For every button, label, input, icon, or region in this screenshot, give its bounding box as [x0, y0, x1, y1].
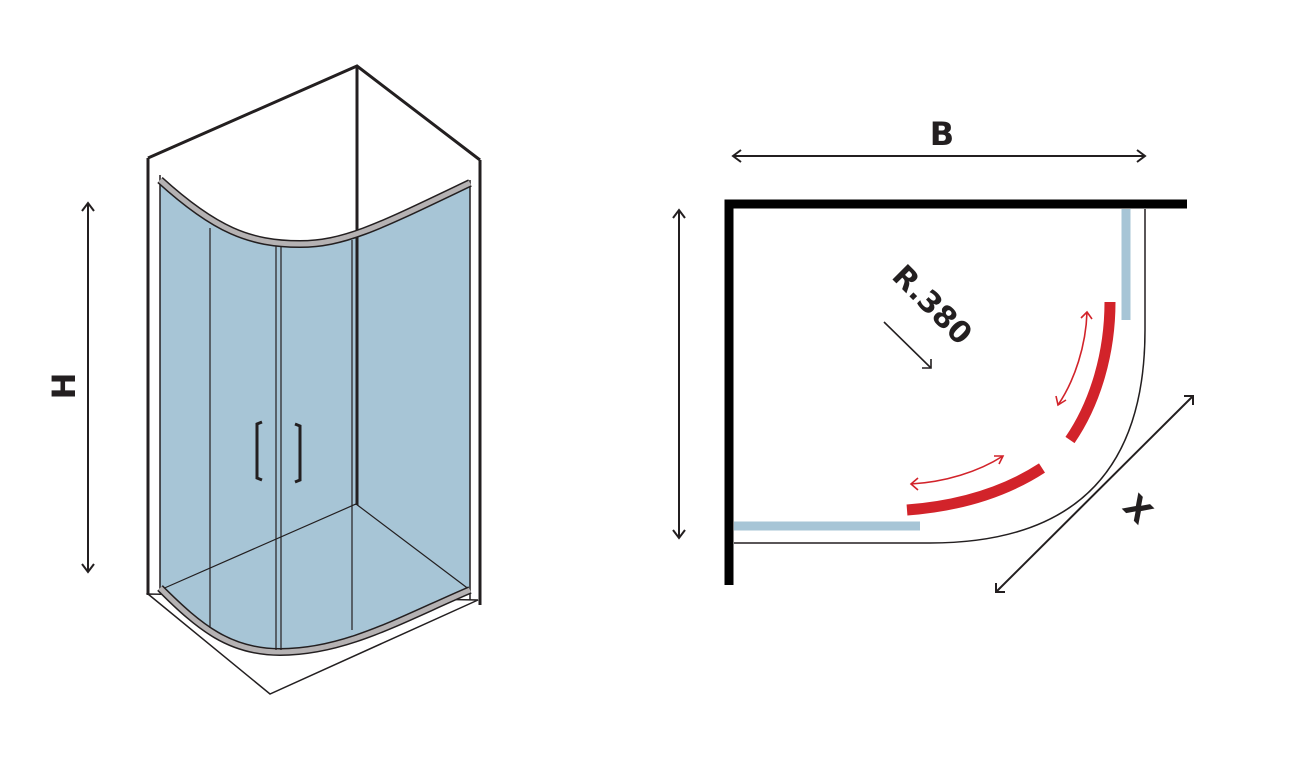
- glass-panel: [160, 183, 470, 654]
- diagonal-dimension-arrow: [995, 395, 1194, 593]
- door-handle: [255, 420, 263, 482]
- width-label: B: [930, 115, 954, 153]
- radius-label: R.380: [885, 258, 979, 352]
- height-dimension-arrow: [81, 201, 95, 574]
- door-handle: [294, 422, 302, 484]
- isometric-view: H: [45, 64, 482, 695]
- height-label: H: [45, 373, 83, 400]
- sliding-direction-arrow: [1055, 310, 1093, 407]
- sliding-door-arc: [1065, 301, 1116, 444]
- bottom-curved-profile-fill: [158, 586, 471, 655]
- plan-view: B X R.380: [672, 115, 1194, 593]
- sliding-door-arc: [906, 463, 1045, 516]
- radius-pointer-arrow: [883, 321, 932, 369]
- width-dimension-arrow: [731, 149, 1147, 163]
- top-curved-profile-fill: [158, 178, 472, 247]
- sliding-direction-arrow: [909, 455, 1005, 491]
- depth-dimension-arrow: [672, 208, 686, 540]
- wall-outline: [724, 199, 1187, 585]
- diagonal-label: X: [1116, 487, 1161, 532]
- tray-outline: [734, 209, 1146, 544]
- top-frame: [147, 64, 481, 162]
